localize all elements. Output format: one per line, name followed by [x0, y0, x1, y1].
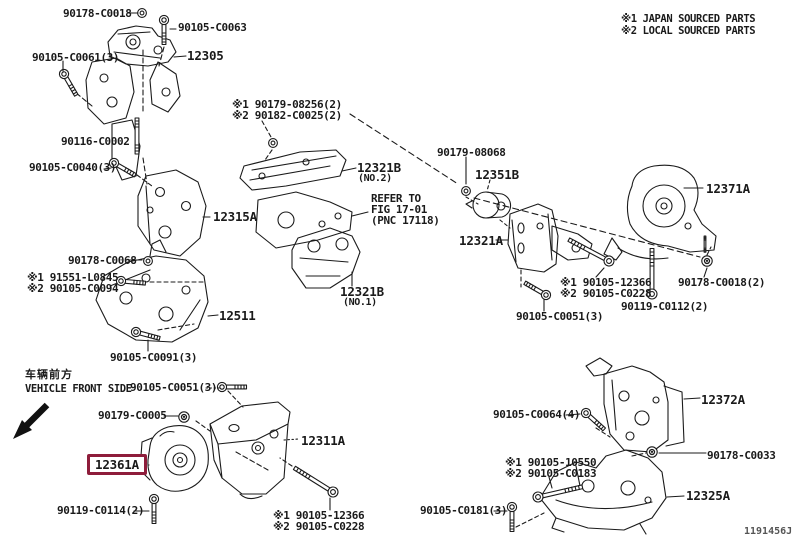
part-12321B-no1-drawing: [292, 228, 360, 288]
part-label-90105-C0061[interactable]: 90105-C0061(3): [32, 51, 120, 64]
part-12361A-drawing: [140, 426, 208, 492]
part-label-12321B-no2[interactable]: 12321B: [357, 160, 401, 175]
part-label-12321B-no1-suffix: (NO.1): [343, 297, 377, 308]
part-label-90178-C0018[interactable]: 90178-C0018: [63, 7, 132, 20]
part-12371A-drawing: [604, 165, 716, 260]
leader-lines: [63, 13, 711, 527]
part-label-90105-C0228-upper[interactable]: ※2 90105-C0228: [560, 287, 652, 300]
part-label-90179-08256[interactable]: ※1 90179-08256(2): [232, 98, 342, 111]
part-12325A-drawing: [540, 450, 666, 534]
part-label-90105-C0063[interactable]: 90105-C0063: [178, 21, 247, 34]
part-label-90105-12366-upper[interactable]: ※1 90105-12366: [560, 276, 652, 289]
highlighted-part-box[interactable]: 12361A: [87, 454, 147, 476]
part-12321A-drawing: [508, 204, 592, 272]
part-label-90179-08068[interactable]: 90179-08068: [437, 146, 506, 159]
part-label-90179-C0005[interactable]: 90179-C0005: [98, 409, 167, 422]
part-label-90105-C0094[interactable]: ※2 90105-C0094: [27, 282, 119, 295]
refer-note-line1: REFER TO: [371, 192, 421, 205]
part-label-12371A[interactable]: 12371A: [706, 181, 750, 196]
part-label-12372A[interactable]: 12372A: [701, 392, 745, 407]
part-12311A-drawing: [210, 402, 290, 499]
vehicle-front-arrow: [13, 402, 50, 439]
part-label-91551-L0845[interactable]: ※1 91551-L0845: [27, 271, 119, 284]
part-label-90105-C0183[interactable]: ※2 90105-C0183: [505, 467, 597, 480]
part-label-90119-C0114[interactable]: 90119-C0114(2): [57, 504, 145, 517]
part-label-90178-C0018-2[interactable]: 90178-C0018(2): [678, 276, 766, 289]
refer-note-line2: FIG 17-01: [371, 203, 428, 216]
part-label-90105-C0064[interactable]: 90105-C0064(4): [493, 408, 581, 421]
part-label-90105-C0228-lower[interactable]: ※2 90105-C0228: [273, 520, 365, 533]
part-label-12311A[interactable]: 12311A: [301, 433, 345, 448]
part-12372A-drawing: [586, 358, 684, 452]
part-label-90105-10550[interactable]: ※1 90105-10550: [505, 456, 597, 469]
part-label-90182-C0025[interactable]: ※2 90182-C0025(2): [232, 109, 342, 122]
part-12511-drawing: [96, 240, 208, 342]
part-label-12361A: 12361A: [95, 457, 139, 472]
part-label-90105-C0051-left[interactable]: 90105-C0051(3): [130, 381, 218, 394]
diagram-code: 1191456J: [744, 526, 793, 537]
part-label-90105-C0091[interactable]: 90105-C0091(3): [110, 351, 198, 364]
part-label-12305[interactable]: 12305: [187, 48, 224, 63]
part-label-90116-C0002[interactable]: 90116-C0002: [61, 135, 130, 148]
part-label-12321B-no1[interactable]: 12321B: [340, 284, 384, 299]
vehicle-front-label-en: VEHICLE FRONT SIDE: [25, 383, 132, 395]
part-label-12321B-no2-suffix: (NO.2): [358, 173, 392, 184]
part-12315A-drawing: [138, 170, 206, 256]
part-label-90105-C0051-right[interactable]: 90105-C0051(3): [516, 310, 604, 323]
part-12305-drawing: [70, 26, 180, 184]
legend-note-japan-sourced: ※1 JAPAN SOURCED PARTS: [621, 13, 756, 25]
legend-note-local-sourced: ※2 LOCAL SOURCED PARTS: [621, 25, 756, 37]
part-label-12315A[interactable]: 12315A: [213, 209, 257, 224]
part-label-90105-12366-lower[interactable]: ※1 90105-12366: [273, 509, 365, 522]
part-label-12321A[interactable]: 12321A: [459, 233, 503, 248]
part-label-12325A[interactable]: 12325A: [686, 488, 730, 503]
part-12321B-no2-drawing: [240, 150, 346, 190]
part-label-12511[interactable]: 12511: [219, 308, 256, 323]
vehicle-front-label-cjk: 车辆前方: [25, 368, 73, 381]
refer-note-line3: (PNC 17118): [371, 214, 440, 227]
part-label-90105-C0040[interactable]: 90105-C0040(3): [29, 161, 117, 174]
part-label-12351B[interactable]: 12351B: [475, 167, 519, 182]
part-label-90178-C0068[interactable]: 90178-C0068: [68, 254, 137, 267]
part-label-90178-C0033[interactable]: 90178-C0033: [707, 449, 776, 462]
part-label-90105-C0181[interactable]: 90105-C0181(3): [420, 504, 508, 517]
part-12351B-drawing: [466, 192, 511, 218]
part-refer-bracket-drawing: [256, 192, 352, 248]
part-label-90119-C0112[interactable]: 90119-C0112(2): [621, 300, 709, 313]
